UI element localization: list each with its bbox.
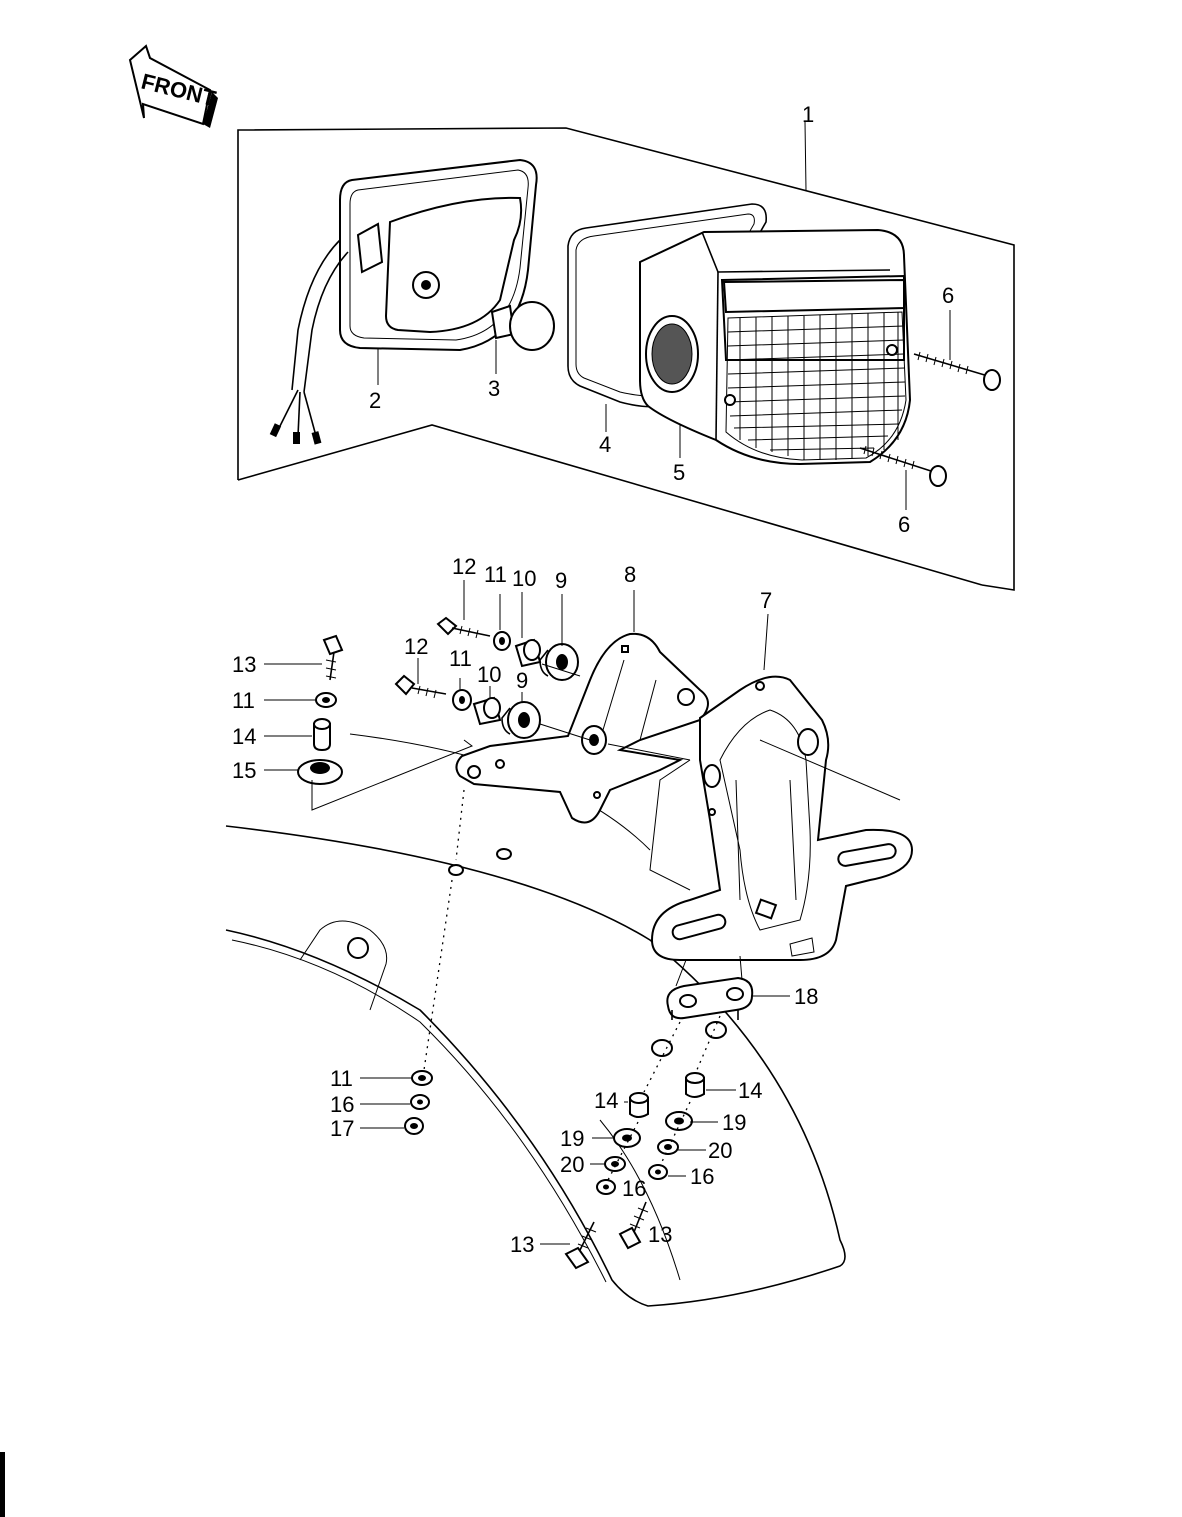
lens-housing-part [639,228,912,466]
collar-14-right-lower [685,1072,705,1098]
collar-14-left-lower [629,1092,649,1118]
bolt-12-upper [436,616,491,639]
callout-8: 8 [624,562,636,587]
callout-15: 15 [232,758,256,783]
callout-4: 4 [599,432,611,457]
callout-11c: 11 [232,688,255,713]
callout-11d: 11 [330,1066,353,1091]
bolt-13-lower-left [564,1221,597,1270]
callout-1: 1 [802,102,814,127]
washer-11-left [315,692,337,708]
lamp-base-part [269,158,538,445]
mounting-bracket-part [455,632,709,824]
lens-grid [725,311,907,461]
callout-20a: 20 [560,1152,584,1177]
collar-10-lower [472,696,502,726]
license-bracket-part [649,675,914,961]
washer-16-right [648,1164,668,1180]
grommet-9-upper [539,643,579,681]
nut-17-fender [404,1117,424,1135]
gasket-part [567,203,768,408]
callout-14b: 14 [594,1088,618,1113]
callout-18: 18 [794,984,818,1009]
washer-20-left [604,1156,626,1172]
grommet-9-lower [501,701,541,739]
callout-9a: 9 [555,568,567,593]
callout-10a: 10 [512,566,536,591]
callout-13a: 13 [232,652,256,677]
callout-3: 3 [488,376,500,401]
washer-11-upper [493,631,511,651]
callout-16c: 16 [690,1164,714,1189]
washer-16-fender [410,1094,430,1110]
bolt-13-left [322,634,344,681]
callout-11b: 11 [449,646,472,671]
assembly-dashes [423,663,901,1181]
assembly-line-left [311,739,474,811]
plate-part [666,976,754,1020]
washer-11-lower [452,689,472,711]
callout-6a: 6 [942,283,954,308]
front-arrow-icon: FRONT [128,44,219,128]
callout-12b: 12 [404,634,428,659]
callout-12a: 12 [452,554,476,579]
washer-16-left [596,1179,616,1195]
callout-7: 7 [760,588,772,613]
callout-13b: 13 [510,1232,534,1257]
page-edge-mark [0,1452,5,1517]
collar-14-left [313,718,331,752]
bolt-12-lower [394,674,447,699]
callout-13c: 13 [648,1222,672,1247]
screw-part-lower [859,445,947,487]
leader-lines [264,121,951,1245]
callout-16a: 16 [330,1092,354,1117]
callout-17: 17 [330,1116,354,1141]
callout-16b: 16 [622,1176,646,1201]
callout-5: 5 [673,460,685,485]
callout-20b: 20 [708,1138,732,1163]
callout-11a: 11 [484,562,507,587]
screw-part-upper [913,351,1001,391]
bolt-13-lower-right [618,1201,649,1250]
grommet-15 [297,759,343,785]
assembly-box [237,127,1015,591]
callout-6b: 6 [898,512,910,537]
callout-labels: 1 2 3 4 5 6 6 7 8 9 9 10 10 11 11 11 11 … [232,102,954,1257]
bulb-part [490,301,555,351]
washer-20-right [657,1139,679,1155]
collar-10-upper [514,638,542,668]
callout-19a: 19 [560,1126,584,1151]
callout-14a: 14 [232,724,256,749]
washer-19-left [613,1128,641,1148]
callout-19b: 19 [722,1110,746,1135]
washer-11-fender [411,1070,433,1086]
callout-9b: 9 [516,668,528,693]
callout-10b: 10 [477,662,501,687]
callout-2: 2 [369,388,381,413]
washer-19-right [665,1111,693,1131]
callout-14c: 14 [738,1078,762,1103]
